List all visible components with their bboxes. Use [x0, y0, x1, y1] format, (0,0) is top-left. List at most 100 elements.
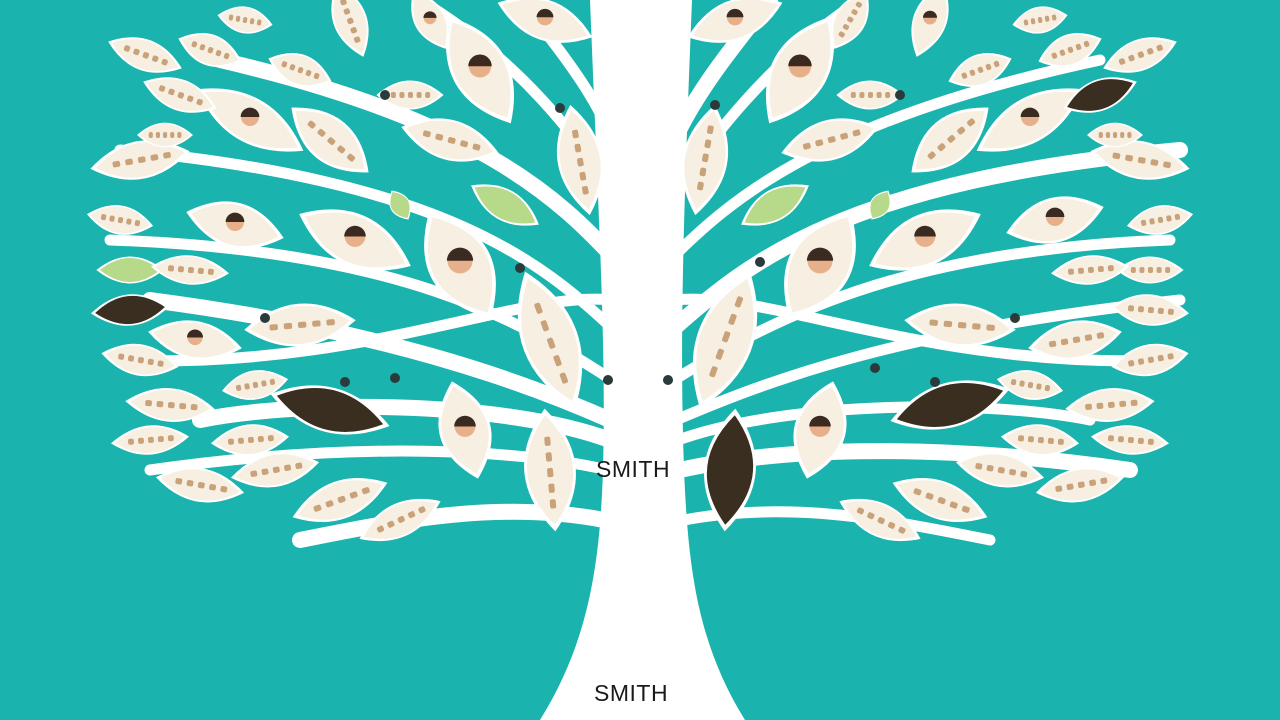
- leaf: [389, 190, 411, 220]
- decorative-dot: [390, 373, 400, 383]
- decorative-dot: [870, 363, 880, 373]
- portrait-leaf: [1006, 196, 1104, 244]
- tree-branch: [114, 293, 618, 367]
- leaf: [1038, 33, 1102, 67]
- leaf: [1087, 122, 1143, 148]
- leaf: [892, 477, 988, 523]
- leaf: [1090, 425, 1170, 455]
- portrait-leaf: [438, 381, 492, 479]
- leaf: [359, 498, 441, 542]
- leaf: [1035, 467, 1125, 503]
- leaf: [143, 77, 217, 113]
- decorative-dot: [555, 103, 565, 113]
- leaf: [890, 380, 1010, 430]
- leaf: [210, 424, 290, 456]
- portrait-leaf: [911, 0, 949, 57]
- decorative-dot: [755, 257, 765, 267]
- tree-branch: [664, 54, 1106, 266]
- leaf: [90, 140, 190, 180]
- decorative-dot: [1010, 313, 1020, 323]
- portrait-leaf: [869, 209, 981, 271]
- decorative-dot: [895, 90, 905, 100]
- leaf: [110, 425, 190, 455]
- leaf: [869, 190, 891, 220]
- portrait-leaf: [424, 211, 496, 319]
- leaf: [217, 6, 273, 34]
- portrait-leaf: [446, 16, 514, 124]
- leaf: [178, 33, 242, 67]
- portrait-leaf: [299, 209, 411, 271]
- leaf: [90, 294, 170, 326]
- surname-label-bottom: SMITH: [594, 680, 669, 706]
- decorative-dot: [380, 90, 390, 100]
- leaf: [1012, 6, 1068, 34]
- portrait-leaf: [148, 320, 242, 360]
- leaf: [836, 80, 904, 110]
- leaf: [1110, 294, 1190, 326]
- leaf: [1000, 424, 1080, 456]
- tree-trunk: [540, 0, 745, 720]
- leaf: [1090, 140, 1190, 180]
- portrait-leaf: [186, 201, 284, 249]
- leaf: [517, 271, 583, 409]
- leaf: [401, 118, 499, 162]
- leaf: [1103, 37, 1177, 73]
- portrait-leaf: [196, 88, 304, 152]
- leaf: [150, 255, 230, 285]
- portrait-leaf: [411, 0, 449, 50]
- leaf: [948, 53, 1012, 87]
- leaf: [831, 0, 869, 50]
- leaf: [331, 0, 369, 57]
- portrait-leaf: [976, 88, 1084, 152]
- leaf: [1028, 320, 1122, 360]
- portrait-leaf: [497, 0, 593, 43]
- leaf: [86, 205, 154, 235]
- leaf: [108, 37, 182, 73]
- leaf: [230, 452, 320, 488]
- tree-branch: [192, 398, 618, 448]
- leaf: [268, 53, 332, 87]
- portrait-leaf: [793, 381, 847, 479]
- decorative-dot: [603, 375, 613, 385]
- leaf: [1063, 77, 1137, 113]
- leaf: [911, 107, 989, 173]
- leaf: [137, 122, 193, 148]
- leaf: [471, 184, 539, 226]
- leaf: [96, 256, 164, 284]
- leaf: [101, 343, 179, 377]
- leaf: [692, 271, 758, 409]
- portrait-leaf: [766, 16, 834, 124]
- leaf: [292, 477, 388, 523]
- leaf: [1111, 343, 1189, 377]
- leaf: [681, 104, 729, 216]
- portrait-leaf: [687, 0, 783, 43]
- leaf: [955, 452, 1045, 488]
- leaf: [781, 118, 879, 162]
- leaf: [376, 80, 444, 110]
- leaf: [155, 467, 245, 503]
- decorative-dot: [710, 100, 720, 110]
- tree-branch: [670, 294, 1186, 426]
- leaf: [704, 408, 756, 532]
- leaf: [1050, 255, 1130, 285]
- leaf: [221, 370, 289, 400]
- leaf: [996, 370, 1064, 400]
- leaf: [125, 388, 215, 422]
- leaf: [291, 107, 369, 173]
- leaf-cluster: [86, 0, 1194, 542]
- decorative-dot: [515, 263, 525, 273]
- leaf: [270, 385, 390, 435]
- leaf: [556, 104, 604, 216]
- portrait-leaf: [784, 211, 856, 319]
- leaf: [839, 498, 921, 542]
- decorative-dot: [260, 313, 270, 323]
- decorative-dot: [930, 377, 940, 387]
- leaf: [244, 303, 356, 347]
- decorative-dot: [663, 375, 673, 385]
- leaf: [741, 184, 809, 226]
- surname-label-mid: SMITH: [596, 456, 671, 482]
- leaf: [1065, 388, 1155, 422]
- decorative-dot: [340, 377, 350, 387]
